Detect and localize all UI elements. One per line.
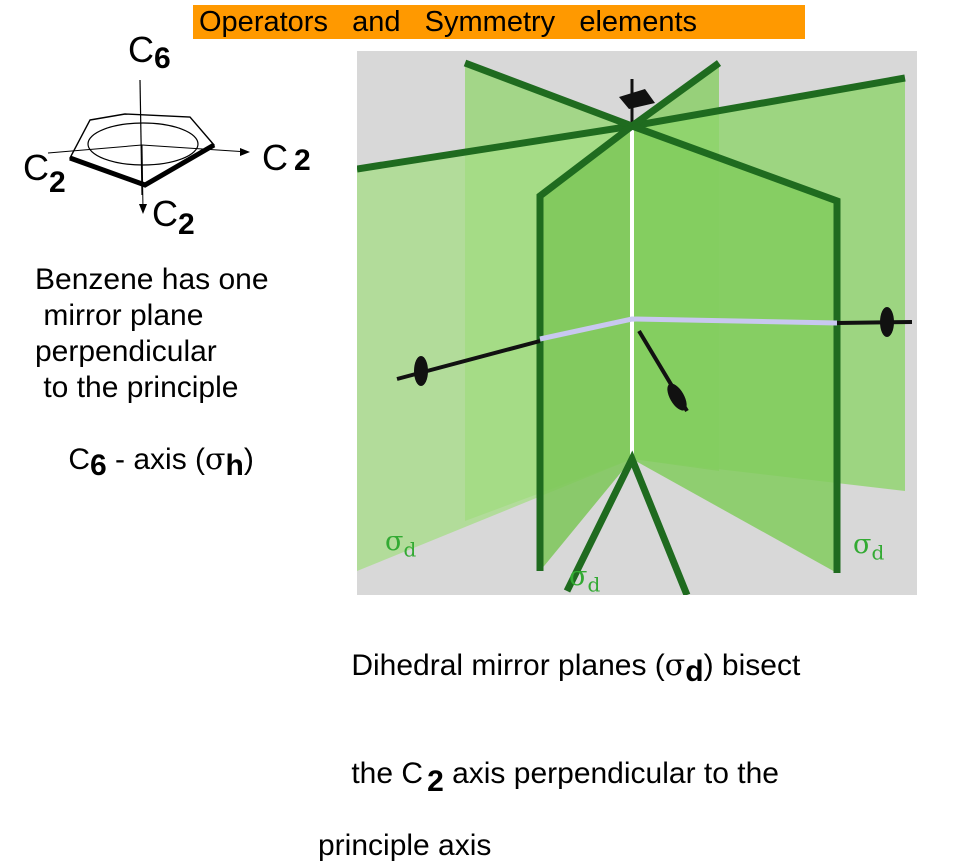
frame-front-right: [630, 122, 841, 573]
plane-front-right: [632, 126, 837, 573]
c2-right-marker: [880, 307, 894, 337]
c6-axis-arrowhead: [619, 89, 655, 109]
frame-bottom-center: [563, 450, 691, 595]
benzene-description: Benzene has one mirror plane perpendicul…: [35, 263, 269, 482]
dihedral-description: Dihedral mirror planes (σd) bisect the C…: [318, 648, 801, 862]
planes-svg: [357, 59, 913, 595]
benzene-hexagon-diagram: [47, 79, 250, 214]
dihedral-planes-figure: σd σd σd: [357, 51, 917, 597]
c2-axis-right-figure: [836, 320, 913, 325]
hexagon-front-edge: [69, 142, 216, 188]
title-banner: Operators and Symmetry elements: [193, 5, 805, 39]
c2-axis-bottom: [141, 144, 144, 211]
c2-axis-right: [141, 144, 249, 153]
c2-left-marker: [414, 356, 428, 386]
frame-front-left: [536, 123, 635, 571]
label-c6: C6: [128, 29, 171, 76]
aromatic-ring-circle: [87, 122, 199, 166]
c2-bottom-arrowhead: [139, 204, 147, 214]
sigma-d-label-center: σd: [569, 561, 601, 597]
plane-front-left: [540, 126, 632, 571]
c2-axis-left: [47, 144, 143, 154]
label-c2-bottom: C2: [152, 193, 195, 242]
sigma-d-label-left: σd: [385, 526, 417, 562]
c6-axis-line: [139, 79, 143, 196]
c2-front-marker: [667, 383, 687, 411]
label-c2-left: C2: [23, 147, 66, 200]
sigma-d-label-right: σd: [853, 529, 885, 565]
horizontal-bisector: [539, 316, 838, 342]
c2-right-arrowhead: [240, 148, 250, 156]
